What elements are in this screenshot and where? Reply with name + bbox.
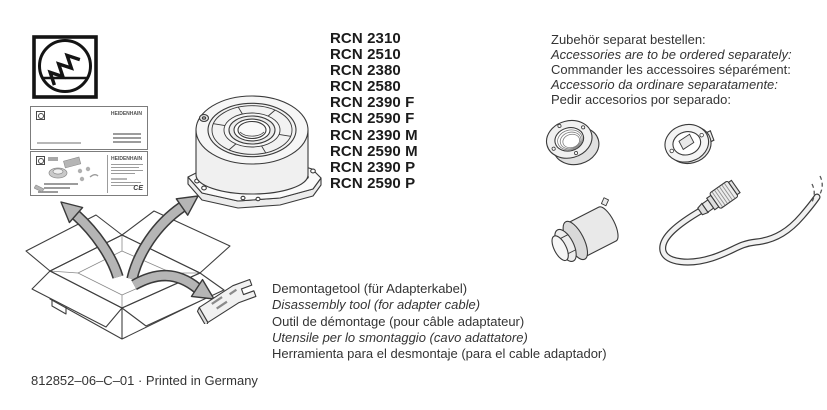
heidenhain-mini-logo-icon <box>36 111 45 120</box>
note-line: Outil de démontage (pour câble adaptateu… <box>272 313 525 329</box>
model-item: RCN 2390 F <box>330 94 415 112</box>
text-line-placeholder <box>113 141 141 143</box>
unpack-arrow-up-left-icon <box>60 201 124 279</box>
shipping-box-illustration <box>25 195 231 340</box>
text-line-placeholder <box>111 173 135 175</box>
text-line-placeholder <box>113 133 141 135</box>
note-line: Zubehör separat bestellen: <box>551 32 706 47</box>
unpack-arrow-up-right-icon <box>126 195 199 281</box>
note-line: Accessories are to be ordered separately… <box>551 47 792 63</box>
model-item: RCN 2580 <box>330 78 401 96</box>
heidenhain-mini-logo-icon <box>36 156 45 165</box>
model-item: RCN 2390 P <box>330 158 416 176</box>
unpack-arrow-right-icon <box>131 269 215 300</box>
model-list: RCN 2310 RCN 2510 RCN 2380 RCN 2580 RCN … <box>330 30 418 192</box>
model-item: RCN 2390 M <box>330 126 418 144</box>
leaflet-diagrams <box>34 156 99 193</box>
instruction-leaflet-1: HEIDENHAIN <box>30 106 148 150</box>
text-line-placeholder <box>111 182 141 184</box>
text-line-placeholder <box>113 137 141 139</box>
note-line: Demontagetool (für Adapterkabel) <box>272 281 468 296</box>
note-line: Commander les accessoires séparément: <box>551 62 791 78</box>
model-item: RCN 2590 F <box>330 110 415 128</box>
adapter-spindle-illustration <box>551 197 619 263</box>
text-line-placeholder <box>37 142 81 144</box>
cover-plate-illustration <box>664 123 715 165</box>
model-item: RCN 2590 P <box>330 174 416 192</box>
model-item: RCN 2510 <box>330 46 401 64</box>
rcn-encoder-illustration <box>187 95 322 209</box>
note-line: Accessorio da ordinare separatamente: <box>551 77 778 93</box>
accessories-note: Zubehör separat bestellen: Accessories a… <box>551 32 792 107</box>
text-line-placeholder <box>111 178 127 180</box>
ce-mark: CE <box>133 185 143 192</box>
leaflet-brand-text: HEIDENHAIN <box>110 111 142 117</box>
leaflet-divider <box>107 155 108 193</box>
model-item: RCN 2380 <box>330 62 401 80</box>
instruction-leaflet-2: HEIDENHAIN CE <box>30 151 148 196</box>
document-number: 812852–06–C–01 · Printed in Germany <box>31 373 258 388</box>
model-item: RCN 2310 <box>330 30 401 47</box>
note-line: Utensile per lo smontaggio (cavo adattat… <box>272 329 528 345</box>
text-line-placeholder <box>111 185 137 187</box>
text-line-placeholder <box>111 164 143 166</box>
note-line: Herramienta para el desmontaje (para el … <box>272 346 607 362</box>
leaflet-brand-text: HEIDENHAIN <box>111 156 143 162</box>
note-line: Disassembly tool (for adapter cable) <box>272 297 481 313</box>
model-item: RCN 2590 M <box>330 142 418 160</box>
heidenhain-logo-icon <box>32 35 98 99</box>
clamping-ring-illustration <box>545 119 600 166</box>
text-line-placeholder <box>111 170 143 172</box>
disassembly-tool-illustration <box>196 278 257 324</box>
note-line: Pedir accesorios por separado: <box>551 92 731 108</box>
text-line-placeholder <box>111 167 139 169</box>
tool-note: Demontagetool (für Adapterkabel) Disasse… <box>272 281 607 362</box>
adapter-cable-illustration <box>659 175 823 266</box>
